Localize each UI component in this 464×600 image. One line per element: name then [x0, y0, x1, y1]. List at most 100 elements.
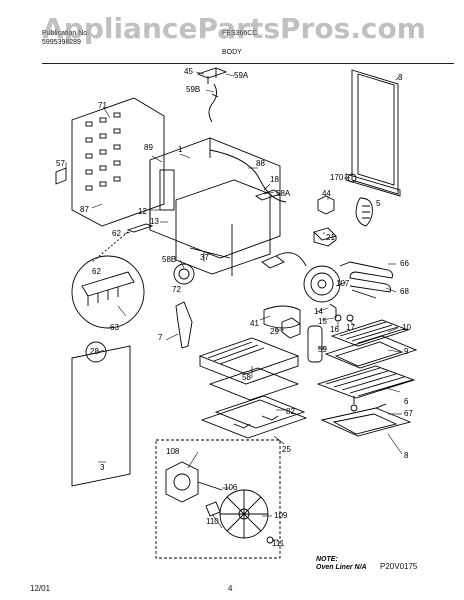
- callout-106: 106: [224, 483, 238, 492]
- part-17: [346, 314, 354, 322]
- callout-87: 87: [80, 205, 89, 214]
- part-59: [307, 325, 323, 363]
- part-bottom-panel-25: [200, 399, 308, 439]
- part-67: [350, 404, 358, 412]
- callout-12: 12: [138, 207, 147, 216]
- part-82: [214, 395, 306, 429]
- note-label: NOTE:: [316, 556, 338, 563]
- watermark: AppliancePartsPros.com: [42, 12, 426, 45]
- callout-37: 37: [200, 253, 209, 262]
- callout-1: 1: [178, 145, 183, 154]
- part-bracket-45: [196, 67, 228, 79]
- detail-circle-62: [71, 255, 145, 329]
- publication-number: 5995398289: [42, 39, 81, 46]
- callout-21: 21: [326, 233, 335, 242]
- part-29: [281, 317, 301, 339]
- callout-58: 58: [242, 373, 251, 382]
- note-text: Oven Liner N/A: [316, 564, 367, 571]
- callout-110: 110: [206, 517, 219, 526]
- callout-5: 5: [376, 199, 381, 208]
- part-oven-body: [149, 137, 281, 259]
- callout-18: 18: [270, 175, 279, 184]
- footer-date: 12/01: [30, 584, 51, 593]
- callout-88: 88: [256, 159, 265, 168]
- part-harness-88: [209, 149, 287, 203]
- publication-label: Publication No.: [42, 30, 90, 37]
- callout-72: 72: [172, 285, 181, 294]
- part-wire-59: [208, 83, 217, 123]
- callout-16: 16: [330, 325, 339, 334]
- part-grate-10: [330, 319, 410, 347]
- section-title: BODY: [222, 49, 242, 56]
- part-connector-62: [126, 223, 154, 233]
- part-14: [329, 303, 337, 318]
- part-110: [205, 501, 221, 517]
- part-motor-108: [165, 461, 199, 503]
- callout-58A: 58A: [276, 189, 291, 198]
- callout-3-top: 3: [398, 73, 403, 82]
- note-block: NOTE: Oven Liner N/A: [316, 556, 367, 572]
- part-pan-9: [324, 335, 418, 369]
- part-72: [173, 263, 195, 285]
- callout-67: 67: [404, 409, 413, 418]
- callout-13: 13: [150, 217, 159, 226]
- part-shaft-106: [197, 481, 223, 491]
- callout-7: 7: [158, 333, 163, 342]
- callout-89: 89: [144, 143, 153, 152]
- callout-17: 17: [346, 323, 355, 332]
- callout-3-bottom: 3: [100, 463, 105, 472]
- part-rear-panel-71: [71, 97, 165, 227]
- part-rod-37: [189, 247, 231, 259]
- callout-25: 25: [282, 445, 291, 454]
- callout-45: 45: [184, 67, 193, 76]
- callout-14: 14: [314, 307, 323, 316]
- part-motor-mount: [261, 255, 285, 269]
- callout-68: 68: [400, 287, 409, 296]
- part-fan-housing-107: [303, 265, 341, 303]
- callout-66: 66: [400, 259, 409, 268]
- callout-111: 111: [272, 539, 285, 548]
- part-broil-element-66: [349, 261, 393, 293]
- callout-170: 170: [330, 173, 344, 182]
- callout-15: 15: [318, 317, 327, 326]
- part-bracket-57: [55, 167, 67, 185]
- part-spring-5: [355, 197, 373, 227]
- callout-labels: 45 59A 59B 3 71 89 1 88 18 58A 170 44 5 …: [56, 67, 413, 548]
- callout-71: 71: [98, 101, 107, 110]
- part-side-panel-3: [351, 69, 399, 195]
- footer-page-number: 4: [228, 584, 233, 593]
- figure-code: P20V0175: [380, 562, 418, 571]
- callout-59B: 59B: [186, 85, 200, 94]
- callout-82: 82: [286, 407, 295, 416]
- part-control-panel: [159, 169, 175, 211]
- callout-44: 44: [322, 189, 331, 198]
- model-number: FES366CC: [222, 30, 258, 37]
- part-rack-6: [316, 365, 416, 399]
- callout-6: 6: [404, 397, 409, 406]
- part-bake-element-8: [320, 407, 412, 437]
- callout-10: 10: [402, 323, 411, 332]
- callout-28: 28: [90, 347, 99, 356]
- callout-62-top: 62: [112, 229, 121, 238]
- part-hinge-7: [175, 301, 193, 349]
- detail-convection-fan: [155, 439, 281, 559]
- callout-9: 9: [404, 347, 409, 356]
- callout-29: 29: [270, 327, 279, 336]
- part-bracket-58A: [254, 189, 282, 201]
- callout-59A: 59A: [234, 71, 249, 80]
- callout-8: 8: [404, 451, 409, 460]
- header-rule: [42, 63, 454, 64]
- detail-circle-28: [85, 341, 107, 363]
- callout-58B: 58B: [162, 255, 176, 264]
- callout-108: 108: [166, 447, 180, 456]
- rear-panel-holes: [85, 112, 121, 191]
- callout-59: 59: [318, 345, 327, 354]
- callout-107: 107: [336, 279, 350, 288]
- callout-63: 63: [110, 323, 119, 332]
- callout-62-detail: 62: [92, 267, 101, 276]
- part-44: [317, 195, 335, 215]
- callout-41: 41: [250, 319, 259, 328]
- callout-109: 109: [274, 511, 288, 520]
